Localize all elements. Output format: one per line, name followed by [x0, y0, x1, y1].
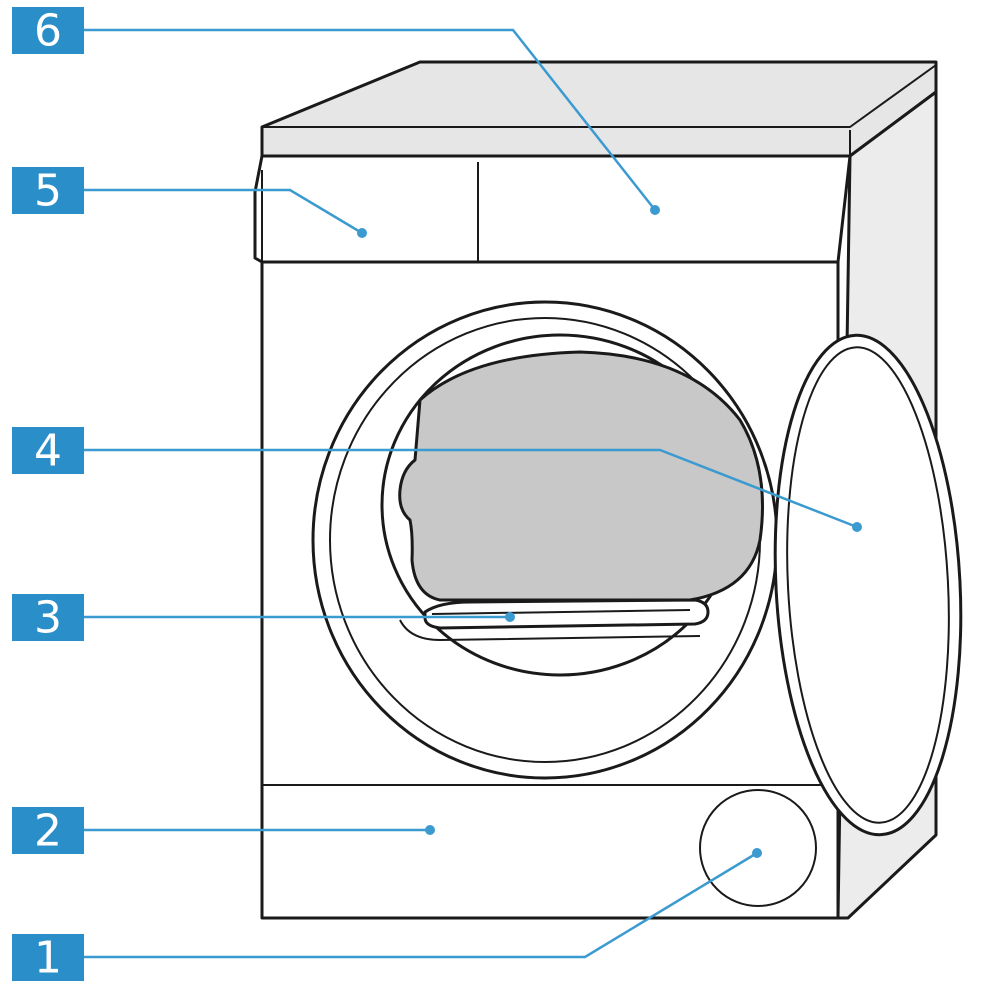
control-panel: [253, 154, 852, 264]
callout-badge-4: 4: [12, 426, 84, 477]
svg-text:1: 1: [34, 933, 62, 984]
callout-badge-3: 3: [12, 593, 84, 644]
svg-text:4: 4: [34, 426, 62, 477]
callout-badge-5: 5: [12, 166, 84, 217]
callout-badge-6: 6: [12, 6, 84, 57]
heat-exchanger-cover: [699, 789, 817, 907]
drum-interior: [398, 350, 764, 602]
callout-badge-2: 2: [12, 806, 84, 857]
svg-text:3: 3: [34, 593, 62, 644]
leader-1: [84, 851, 758, 959]
svg-text:2: 2: [34, 806, 62, 857]
dryer-top: [260, 60, 938, 158]
svg-text:5: 5: [34, 166, 62, 217]
leader-6: [84, 28, 656, 211]
door: [773, 333, 963, 837]
leader-4: [84, 448, 858, 529]
callout-badge-1: 1: [12, 933, 84, 984]
leader-5: [84, 188, 363, 235]
fluff-filter: [423, 598, 710, 630]
svg-text:6: 6: [34, 6, 62, 57]
